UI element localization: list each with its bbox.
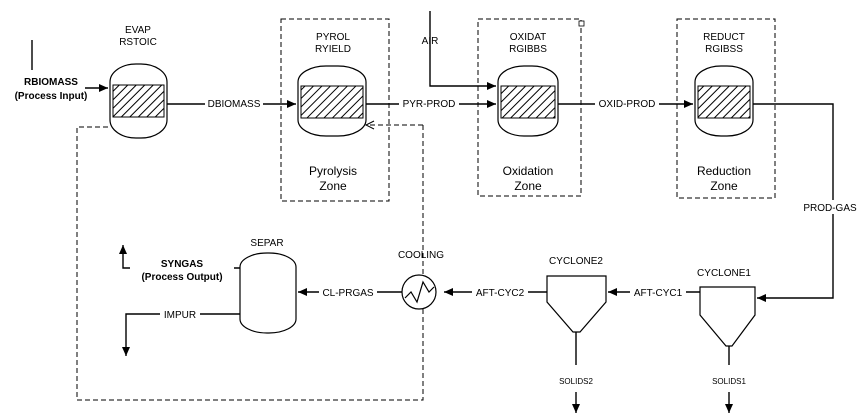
oxidat-bed-icon bbox=[500, 85, 556, 119]
reduction-zone-box bbox=[676, 18, 776, 199]
evap-name: EVAP bbox=[125, 25, 151, 36]
air-stream[interactable] bbox=[429, 11, 496, 90]
pyrolysis-zone-label-2: Zone bbox=[319, 179, 347, 193]
oxidation-zone-box bbox=[477, 18, 582, 197]
pyrol-bed-icon bbox=[300, 85, 364, 119]
prod-gas-label: PROD-GAS bbox=[803, 203, 857, 214]
syngas-label: SYNGAS bbox=[161, 259, 204, 270]
separ-vessel[interactable] bbox=[239, 252, 297, 334]
cyclone1-separator[interactable] bbox=[699, 286, 756, 347]
prod-gas-label-bg bbox=[800, 200, 860, 214]
reduct-name: REDUCT bbox=[703, 32, 745, 43]
aft-cyc2-label: AFT-CYC2 bbox=[476, 288, 525, 299]
pyr-prod-label: PYR-PROD bbox=[403, 99, 456, 110]
evap-bed-icon bbox=[112, 84, 165, 118]
pyrolysis-zone-box bbox=[280, 18, 390, 202]
impur-stream[interactable] bbox=[122, 313, 240, 356]
recycle-loop-line bbox=[76, 125, 424, 401]
oxid-prod-label-bg bbox=[595, 96, 659, 110]
cyclone2-name: CYCLONE2 bbox=[549, 256, 603, 267]
cyclone2-separator[interactable] bbox=[546, 275, 607, 333]
aft-cyc2-label-bg bbox=[472, 285, 528, 299]
solids1-label: SOLIDS1 bbox=[712, 377, 746, 386]
oxidation-zone-label: Oxidation bbox=[503, 164, 554, 178]
separ-name: SEPAR bbox=[250, 238, 283, 249]
pyrolysis-zone-label: Pyrolysis bbox=[309, 164, 357, 178]
cl-prgas-label: CL-PRGAS bbox=[322, 288, 373, 299]
recycle-arrowhead-icon bbox=[364, 120, 375, 130]
aft-cyc1-label-bg bbox=[630, 285, 686, 299]
dbiomass-label-bg bbox=[205, 96, 263, 110]
syngas-note: (Process Output) bbox=[141, 272, 222, 283]
oxidat-type: RGIBBS bbox=[509, 44, 547, 55]
pyrol-type: RYIELD bbox=[315, 44, 351, 55]
reduct-bed-icon bbox=[697, 85, 751, 119]
cooling-heat-exchanger[interactable] bbox=[401, 274, 437, 310]
cooling-name: COOLING bbox=[398, 250, 444, 261]
solids2-label: SOLIDS2 bbox=[559, 377, 593, 386]
evap-type: RSTOIC bbox=[119, 37, 157, 48]
air-label: AIR bbox=[422, 36, 439, 47]
resize-handle-icon bbox=[578, 20, 585, 27]
oxidat-name: OXIDAT bbox=[510, 32, 546, 43]
pyr-prod-label-bg bbox=[399, 96, 459, 110]
dbiomass-label: DBIOMASS bbox=[208, 99, 261, 110]
rbiomass-note: (Process Input) bbox=[15, 91, 88, 102]
syngas-label-bg bbox=[130, 258, 234, 283]
aft-cyc1-label: AFT-CYC1 bbox=[634, 288, 683, 299]
oxid-prod-label: OXID-PROD bbox=[599, 99, 656, 110]
reduction-zone-label-2: Zone bbox=[710, 179, 738, 193]
reduct-type: RGIBSS bbox=[705, 44, 743, 55]
impur-label-bg bbox=[160, 307, 200, 321]
heat-exchanger-zigzag-icon bbox=[404, 280, 435, 304]
impur-label: IMPUR bbox=[164, 310, 196, 321]
pyrol-name: PYROL bbox=[316, 32, 350, 43]
cl-prgas-label-bg bbox=[319, 285, 377, 299]
oxidation-zone-label-2: Zone bbox=[514, 179, 542, 193]
reduction-zone-label: Reduction bbox=[697, 164, 751, 178]
rbiomass-label: RBIOMASS bbox=[24, 77, 78, 88]
cyclone1-name: CYCLONE1 bbox=[697, 268, 751, 279]
